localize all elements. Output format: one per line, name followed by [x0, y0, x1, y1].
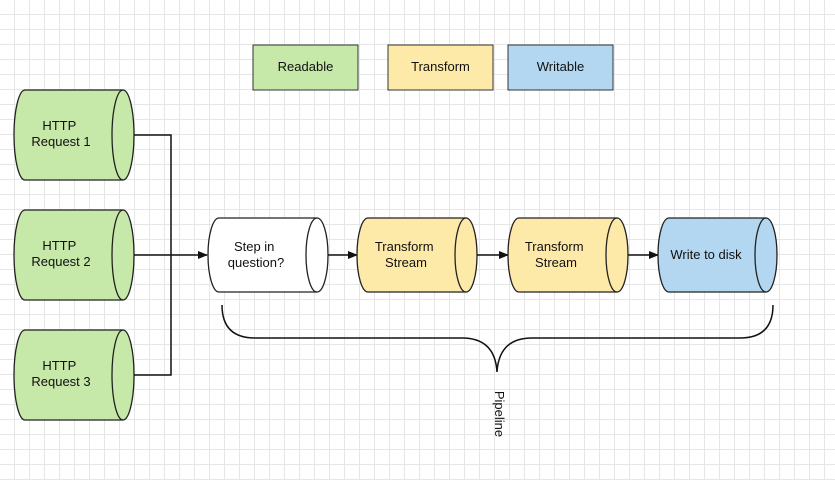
http-request-1-node: HTTP Request 1: [13, 89, 135, 181]
http-request-3-node: HTTP Request 3: [13, 329, 135, 421]
transform-stream-2-label: Transform Stream: [525, 239, 587, 270]
http-request-3-label: HTTP Request 3: [31, 358, 90, 389]
legend-transform-label: Transform: [411, 59, 470, 74]
step-in-question-label: Step in question?: [228, 239, 284, 270]
http-request-1-label: HTTP Request 1: [31, 118, 90, 149]
write-to-disk-label: Write to disk: [670, 247, 742, 262]
step-in-question-node: Step in question?: [207, 217, 329, 293]
http-request-2-label: HTTP Request 2: [31, 238, 90, 269]
transform-stream-1-node: Transform Stream: [356, 217, 478, 293]
write-to-disk-node: Write to disk: [657, 217, 778, 293]
legend-readable-label: Readable: [278, 59, 334, 74]
legend-readable: Readable: [252, 44, 359, 91]
legend-writable-label: Writable: [537, 59, 584, 74]
transform-stream-1-label: Transform Stream: [375, 239, 437, 270]
http-request-2-node: HTTP Request 2: [13, 209, 135, 301]
legend-writable: Writable: [507, 44, 614, 91]
pipeline-label: Pipeline: [492, 391, 507, 437]
pipeline-brace: [221, 304, 774, 373]
transform-stream-2-node: Transform Stream: [507, 217, 629, 293]
legend-transform: Transform: [387, 44, 494, 91]
